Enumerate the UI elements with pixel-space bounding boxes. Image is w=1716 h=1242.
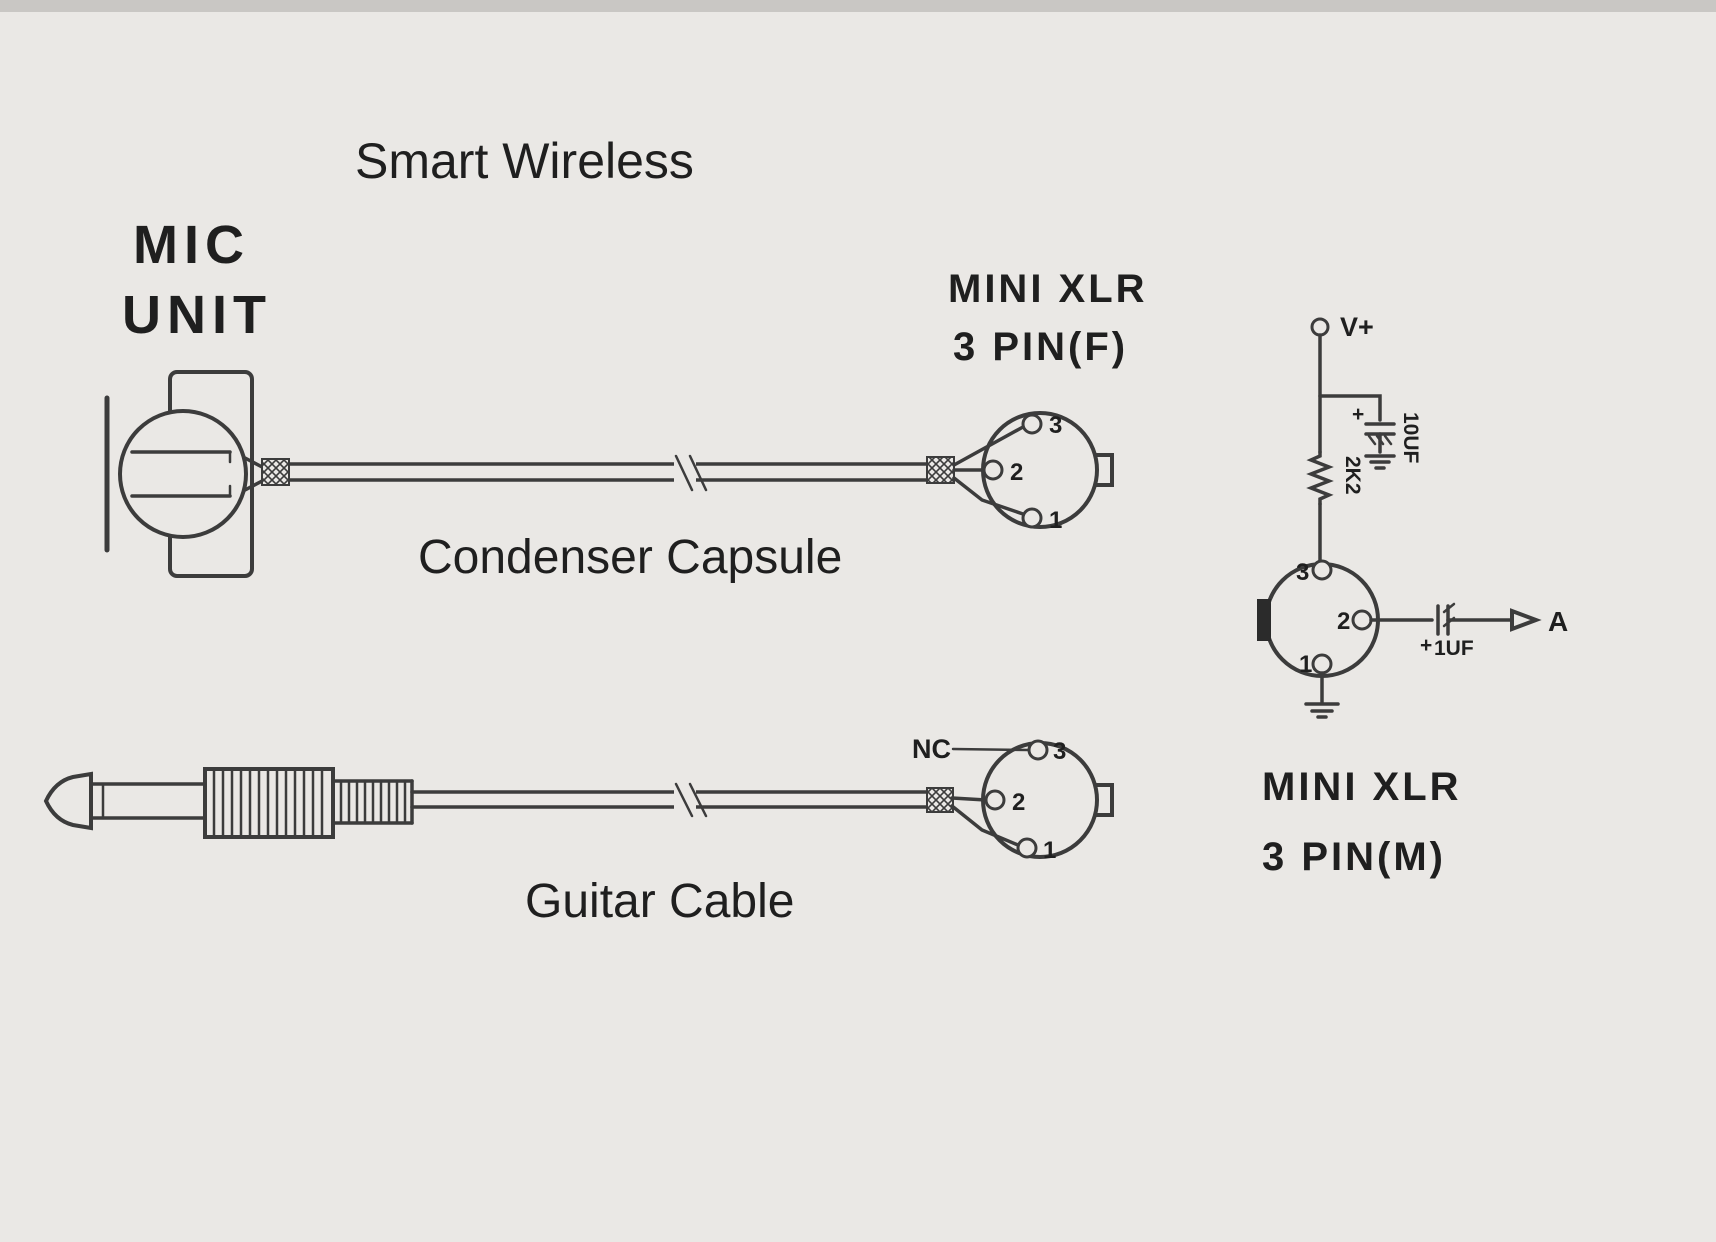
xlr-f2-pin1 xyxy=(1016,837,1038,859)
xlr-m-pin2 xyxy=(1351,609,1373,631)
xlr-male-keyway xyxy=(1257,599,1271,641)
top-strip xyxy=(0,0,1716,12)
xlr-male-label-line2: 3 PIN(M) xyxy=(1262,835,1446,879)
cable-break-mark xyxy=(688,454,708,492)
cable-break-mark xyxy=(688,782,708,818)
xlr-f-pin1-label: 1 xyxy=(1049,507,1062,534)
xlr-female-label-line2: 3 PIN(F) xyxy=(953,325,1128,369)
nc-label: NC xyxy=(912,734,951,764)
output-a-label: A xyxy=(1548,606,1568,637)
xlr-f-pin1 xyxy=(1021,507,1043,529)
resistor-2k2 xyxy=(1306,450,1334,506)
xlr-f-pin2-label: 2 xyxy=(1010,459,1023,486)
xlr-m-pin3-label: 3 xyxy=(1296,559,1309,586)
mic-unit-label-line2: UNIT xyxy=(122,285,272,345)
jack-strain-relief-ribs xyxy=(339,779,407,825)
condenser-cable xyxy=(261,454,955,492)
resistor-value-label: 2K2 xyxy=(1341,456,1364,495)
xlr-f2-pin1-label: 1 xyxy=(1043,837,1056,864)
xlr-f-pin3-label: 3 xyxy=(1049,412,1062,439)
nc-lead xyxy=(951,747,1031,752)
xlr-male-label-line1: MINI XLR xyxy=(1262,765,1462,809)
guitar-cable-drawing xyxy=(410,782,954,818)
mic-unit-label-line1: MIC xyxy=(133,215,250,275)
jack-barrel-hatch xyxy=(212,767,324,839)
cap-out-value-label: 1UF xyxy=(1434,637,1474,660)
cap-supply-plus-label: + xyxy=(1352,403,1364,426)
cable-break-mark xyxy=(674,782,694,818)
xlr-female-label-line1: MINI XLR xyxy=(948,267,1148,311)
mic-capsule-drawing xyxy=(104,370,266,578)
xlr-f2-pin2-label: 2 xyxy=(1012,789,1025,816)
output-arrow xyxy=(1510,608,1542,632)
cable-break-mark xyxy=(674,454,694,492)
cap-branch-wire xyxy=(1318,394,1382,422)
xlr-m-pin3 xyxy=(1311,559,1333,581)
xlr-female-connector-lower xyxy=(950,739,1114,859)
xlr-f-pin2 xyxy=(982,459,1004,481)
cap-supply-value-label: 10UF xyxy=(1399,412,1422,464)
guitar-jack-plug xyxy=(43,767,414,839)
preamp-schematic xyxy=(1257,317,1542,719)
xlr-m-pin2-label: 2 xyxy=(1337,608,1350,635)
xlr-m-pin1-label: 1 xyxy=(1299,651,1312,678)
xlr-female-connector xyxy=(952,411,1114,529)
xlr-f2-pin3 xyxy=(1027,739,1049,761)
xlr-m-pin1 xyxy=(1311,653,1333,675)
condenser-capsule-caption: Condenser Capsule xyxy=(418,531,842,584)
xlr-f-pin3 xyxy=(1021,413,1043,435)
xlr-f2-pin3-label: 3 xyxy=(1053,738,1066,765)
page-title: Smart Wireless xyxy=(355,133,694,189)
cap-out-plus-label: + xyxy=(1420,634,1432,657)
xlr-f2-pin2 xyxy=(984,789,1006,811)
vplus-label: V+ xyxy=(1340,312,1374,342)
vplus-terminal xyxy=(1310,317,1330,337)
guitar-cable-caption: Guitar Cable xyxy=(525,875,794,928)
